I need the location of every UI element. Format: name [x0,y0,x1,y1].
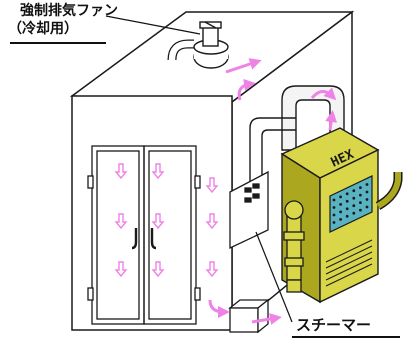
door-handle-right [150,228,157,250]
airflow-arrow-icon [114,163,128,180]
airflow-arrow-icon [205,261,219,278]
hex-grille [329,175,373,233]
control-panel [229,170,269,250]
airflow-arrow-icon [225,58,262,74]
airflow-arrow-icon [237,78,256,101]
exhaust-fan-icon [167,21,229,69]
airflow-arrow-icon [208,299,230,318]
fan-label: 強制排気ファン [20,3,118,19]
hex-louvers [325,239,373,287]
airflow-arrow-icon [325,110,338,131]
steam-outlet-icon [283,200,305,293]
airflow-arrow-icon [151,261,165,278]
right-door [143,145,197,325]
steamer-label-underline [292,336,400,338]
door-handle-left [131,228,138,250]
cabinet-front [71,95,233,331]
airflow-arrow-icon [151,213,165,230]
steamer-box [228,298,270,334]
fan-label-underline [10,42,106,44]
steamer-label: スチーマー [296,316,372,334]
airflow-arrow-icon [114,213,128,230]
fan-label-sub: （冷却用） [8,21,78,37]
airflow-arrow-icon [205,213,219,230]
airflow-arrow-icon [151,163,165,180]
airflow-arrow-icon [310,87,337,101]
cabinet-doors [87,145,201,325]
airflow-arrow-icon [114,261,128,278]
airflow-arrow-icon [205,177,219,194]
